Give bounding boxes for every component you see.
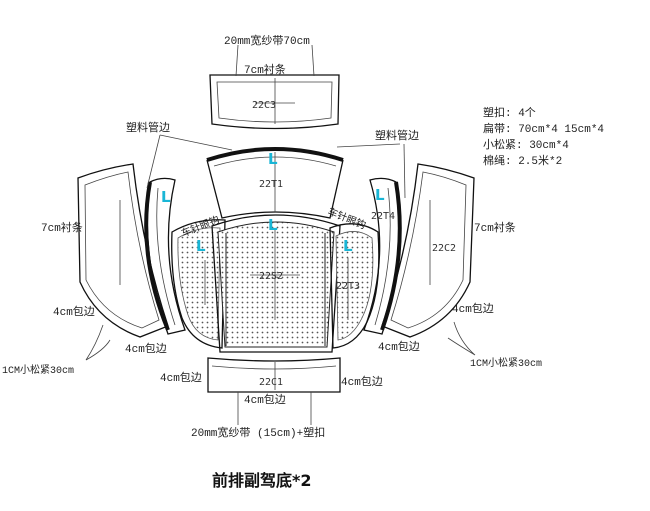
label-lining-top: 7cm衬条 [244,62,286,77]
label-pipe-left: 塑料管边 [126,120,170,135]
panel-bottom-strip: 22C1 [207,357,341,393]
panel-code-top-cap: 22C3 [252,100,276,111]
mark-l-right-wing: L [343,237,353,255]
label-binding-bottom: 4cm包边 [244,393,286,407]
webbing-top-straps [235,44,315,77]
webbing-bottom-straps [237,392,312,425]
mark-l-right: L [375,186,385,204]
label-binding-left-inner: 4cm包边 [125,342,167,356]
mark-l-left-wing: L [196,237,206,255]
panel-right-wing: 22T3 [329,223,380,349]
label-lining-right: 7cm衬条 [474,220,516,235]
diagram-title: 前排副驾底*2 [212,471,312,490]
panel-code-right-side: 22C2 [432,243,456,254]
materials-list: 塑扣: 4个 扁带: 70cm*4 15cm*4 小松紧: 30cm*4 棉绳:… [483,106,604,170]
panel-code-center: 22S2 [259,271,283,282]
panel-code-bottom: 22C1 [259,377,283,388]
label-webbing-bottom: 20mm宽纱带 (15cm)+塑扣 [191,425,325,440]
panel-code-right-wing: 22T3 [336,281,360,292]
label-elastic-left: 1CM小松紧30cm [2,363,74,377]
label-needle-right: 车针眼钩 [326,205,368,233]
materials-item: 塑扣: 4个 [483,108,536,120]
panel-top-cap: 22C3 [209,74,340,130]
label-lining-left: 7cm衬条 [41,220,83,235]
label-binding-bottom-right: 4cm包边 [341,375,383,389]
panel-left-inner [144,177,186,335]
label-binding-bottom-left: 4cm包边 [160,371,202,385]
label-binding-left-outer: 4cm包边 [53,305,95,319]
label-binding-right-inner: 4cm包边 [378,340,420,354]
mark-l-top: L [268,150,278,168]
label-pipe-right: 塑料管边 [375,128,419,143]
materials-item: 扁带: 70cm*4 15cm*4 [483,124,605,136]
panel-code-upper-center: 22T1 [259,179,283,190]
leader-lines [85,134,476,361]
panel-center-mesh: 22S2 [211,214,341,353]
panel-right-side: 22C2 [381,163,475,338]
label-elastic-right: 1CM小松紧30cm [470,356,542,370]
materials-item: 棉绳: 2.5米*2 [483,156,563,168]
mark-l-left: L [161,188,171,206]
panel-left-wing [171,219,226,349]
panel-upper-center: 22T1 [206,147,344,219]
label-binding-right-outer: 4cm包边 [452,302,494,316]
panel-code-right-strip: 22T4 [371,211,395,222]
label-webbing-top: 20mm宽纱带70cm [224,33,310,48]
mark-l-center: L [268,216,278,234]
materials-item: 小松紧: 30cm*4 [483,140,569,152]
